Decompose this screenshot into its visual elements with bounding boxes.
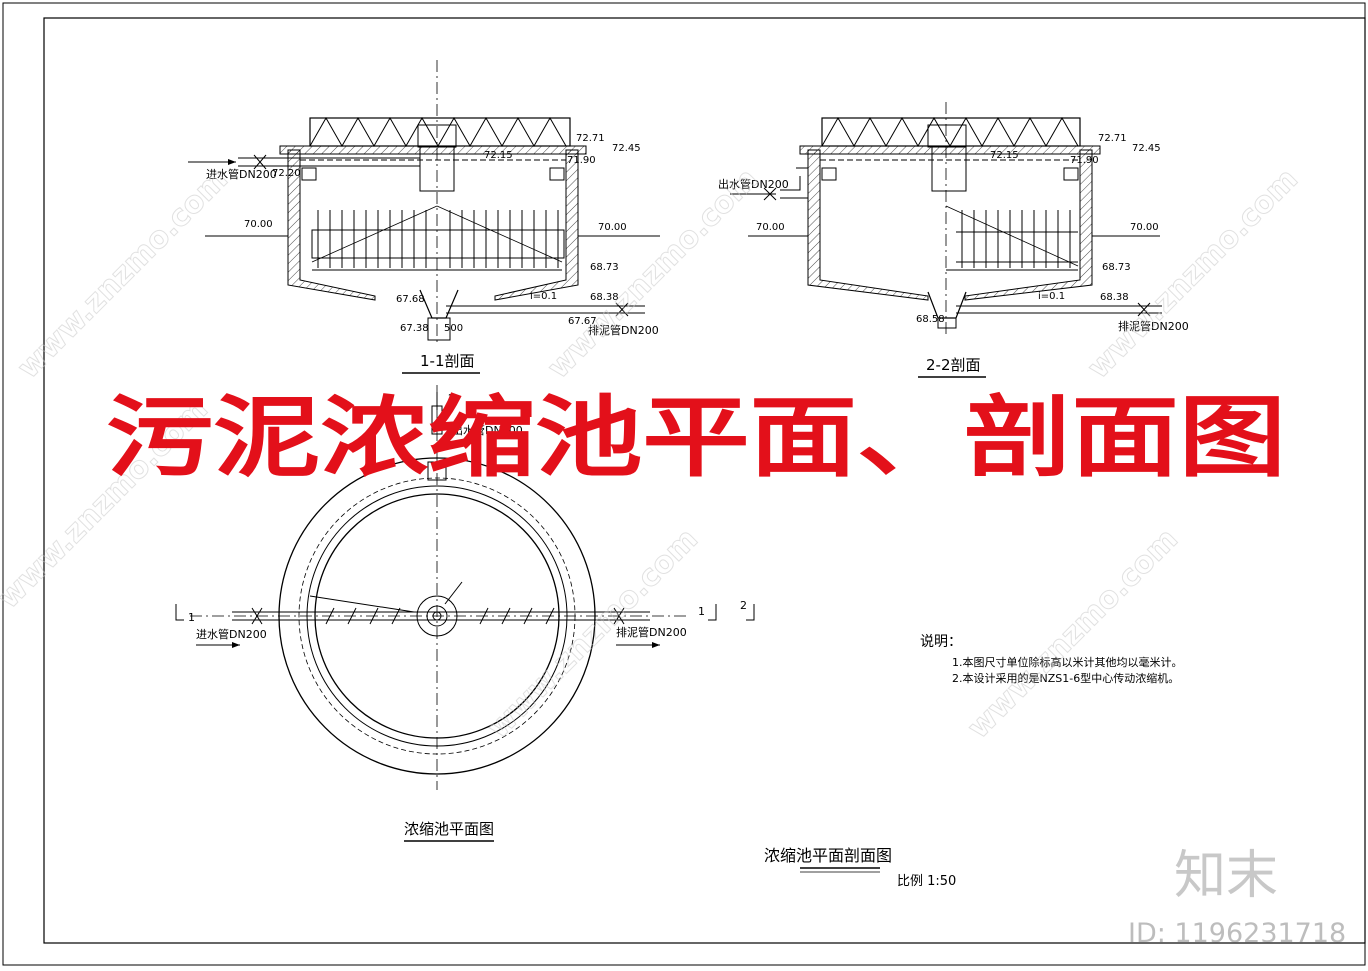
notes-block: 说明： 1.本图尺寸单位除标高以米计其他均以毫米计。 2.本设计采用的是NZS1… xyxy=(920,634,1183,685)
plan-caption: 浓缩池平面图 xyxy=(404,820,494,838)
section2-elev-top-a: 72.71 xyxy=(1098,133,1127,144)
section2-slope: i=0.1 xyxy=(1038,291,1065,302)
section1-elev-slope-top: 68.73 xyxy=(590,262,619,273)
section1-elev-hopper-top: 67.68 xyxy=(396,294,425,305)
section2-elev-ground-left: 70.00 xyxy=(756,222,785,233)
plan-mark-2-right: 2 xyxy=(740,599,747,612)
section2-elev-bottom: 68.58 xyxy=(916,314,945,325)
section2-right-wall xyxy=(964,149,1093,301)
section-2-2: 出水管DN200 72.71 72.45 72.15 71.90 70.00 7… xyxy=(718,102,1189,378)
section1-elev-weir: 71.90 xyxy=(567,155,596,166)
section1-elev-water: 72.15 xyxy=(484,150,513,161)
picket-bar xyxy=(501,607,511,625)
plan-center-drive xyxy=(416,595,458,637)
section2-elev-water: 72.15 xyxy=(990,150,1019,161)
section1-elev-top-a: 72.71 xyxy=(576,133,605,144)
section2-elev-ground-right: 70.00 xyxy=(1130,222,1159,233)
section1-caption: 1-1剖面 xyxy=(420,352,475,370)
notes-heading: 说明： xyxy=(920,634,962,650)
picket-bar xyxy=(391,607,401,625)
section1-elev-inlet: 72.20 xyxy=(272,168,301,179)
section2-elev-weir: 71.90 xyxy=(1070,155,1099,166)
plan-view: 1 1 2 2 出水管DN200 进水管DN200 排泥管DN200 浓缩池平面… xyxy=(175,385,755,842)
plan-inner-circle xyxy=(314,493,560,739)
plan-outlet-label: 排泥管DN200 xyxy=(616,625,687,639)
section1-inlet-label: 进水管DN200 xyxy=(206,167,277,181)
section1-slope: i=0.1 xyxy=(530,291,557,302)
section2-elev-slope-top: 68.73 xyxy=(1102,262,1131,273)
plan-mark-1-right: 1 xyxy=(698,605,705,618)
sheet-title-block: 浓缩池平面剖面图 比例 1:50 xyxy=(764,846,956,889)
section2-truss xyxy=(821,117,1081,147)
section1-outlet-label: 排泥管DN200 xyxy=(588,323,659,337)
section1-elev-pipe: 68.38 xyxy=(590,292,619,303)
notes-item-2: 2.本设计采用的是NZS1-6型中心传动浓缩机。 xyxy=(952,671,1179,685)
section2-caption: 2-2剖面 xyxy=(926,356,981,374)
section1-left-wall xyxy=(287,149,376,301)
picket-bar xyxy=(545,607,555,625)
section1-dim: 500 xyxy=(444,323,463,334)
section1-elev-ground-right: 70.00 xyxy=(598,222,627,233)
plan-inlet-label: 进水管DN200 xyxy=(196,627,267,641)
picket-bar xyxy=(347,607,357,625)
brand-logo: 知末 xyxy=(1174,846,1278,906)
plan-top-outlet-label: 出水管DN200 xyxy=(452,423,523,437)
picket-bar xyxy=(325,607,335,625)
picket-bar xyxy=(523,607,533,625)
section1-right-wall xyxy=(494,149,579,301)
plan-mark-1-left: 1 xyxy=(188,611,195,624)
notes-item-1: 1.本图尺寸单位除标高以米计其他均以毫米计。 xyxy=(952,655,1183,669)
watermark-3: www.znzmo.com xyxy=(1081,162,1305,386)
section2-sludge-label: 排泥管DN200 xyxy=(1118,319,1189,333)
section2-outlet-label: 出水管DN200 xyxy=(718,177,789,191)
section1-elev-top-b: 72.45 xyxy=(612,143,641,154)
section2-elev-top-b: 72.45 xyxy=(1132,143,1161,154)
section1-elev-outlet: 67.67 xyxy=(568,316,597,327)
picket-bar xyxy=(369,607,379,625)
plan-outer-circle xyxy=(278,457,596,775)
picket-bar xyxy=(479,607,489,625)
section1-elev-ground-left: 70.00 xyxy=(244,219,273,230)
watermark-6: www.znzmo.com xyxy=(961,522,1185,746)
page-title: 污泥浓缩池平面、剖面图 xyxy=(106,385,1286,489)
plan-mark-2-top: 2 xyxy=(448,392,455,405)
section2-elev-pipe: 68.38 xyxy=(1100,292,1129,303)
inner-border xyxy=(43,17,1366,944)
sheet-title: 浓缩池平面剖面图 xyxy=(764,846,892,865)
section-1-1: 进水管DN200 72.20 72.71 72.45 72.15 71.90 7… xyxy=(188,60,660,374)
image-id: ID: 1196231718 xyxy=(1128,918,1346,949)
sheet-scale: 比例 1:50 xyxy=(897,874,956,889)
section2-left-wall xyxy=(807,149,929,301)
section1-elev-bottom: 67.38 xyxy=(400,323,429,334)
